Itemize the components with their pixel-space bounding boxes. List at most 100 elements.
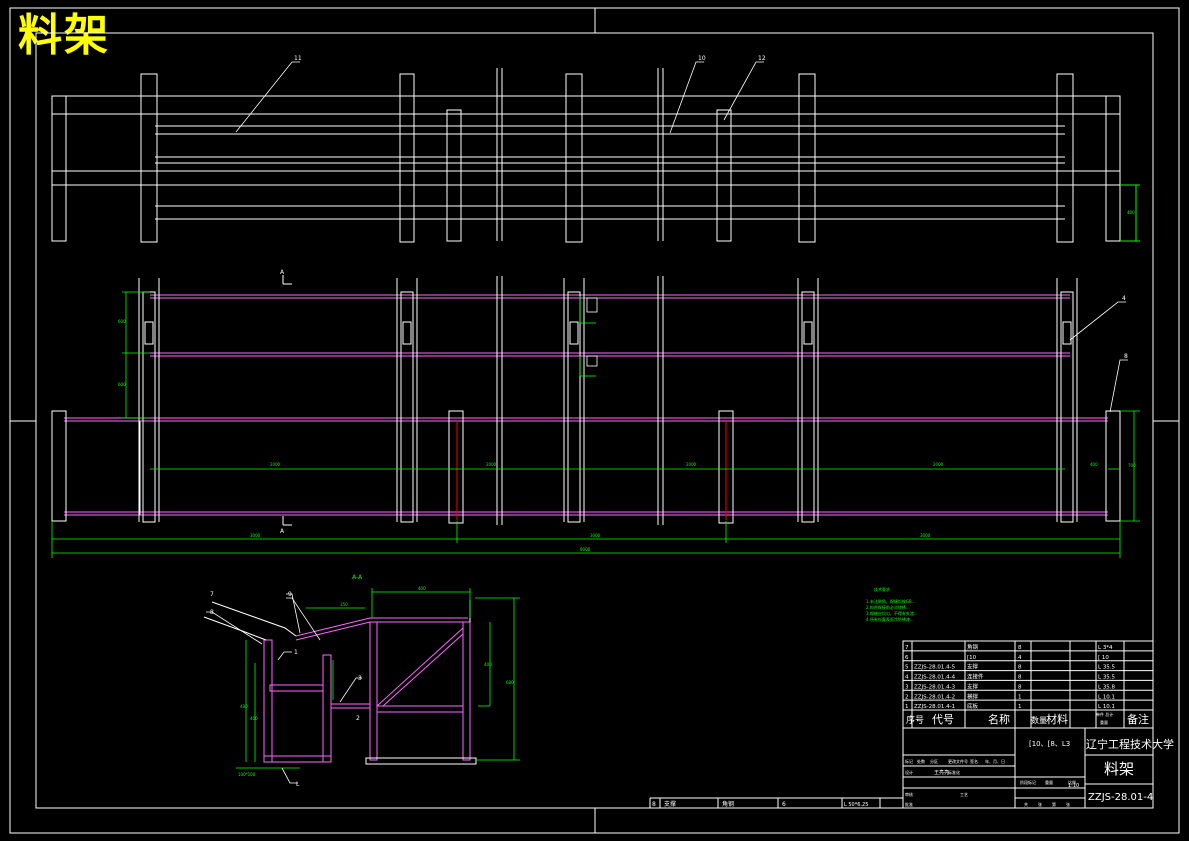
- bom-header-unit: 单件 总计: [1096, 711, 1113, 717]
- svg-text:400: 400: [1127, 210, 1135, 215]
- bom-cell: 8: [1018, 665, 1022, 671]
- bom-cell: 7: [905, 645, 909, 651]
- bom-cell: L 35.8: [1098, 684, 1116, 690]
- bom-cell: ZZJS-28.01.4-2: [914, 694, 955, 700]
- svg-text:3000: 3000: [590, 533, 601, 538]
- front-post: [801, 291, 815, 523]
- bom-cell: L 3*4: [1098, 645, 1113, 651]
- bom-cell: 支撑: [967, 663, 979, 671]
- bom-cell: L 10.1: [1098, 694, 1115, 700]
- titleblock-label: 分区: [930, 758, 938, 764]
- front-view: [51, 276, 1121, 525]
- cut-label-top: A: [280, 269, 285, 276]
- bom-cell: 6: [905, 655, 909, 661]
- footer-name: 角钢: [722, 800, 734, 808]
- titleblock-label: 更改文件号: [948, 758, 968, 764]
- titleblock-label: 标准化: [948, 769, 960, 775]
- svg-text:480: 480: [240, 704, 248, 709]
- section-label: A-A: [352, 574, 363, 581]
- balloon-sec-1: 1: [294, 649, 298, 656]
- section-dim-labels: 400 680 400 480 400 150 100*100: [238, 586, 514, 777]
- bom-cell: ZZJS-28.01.4-3: [914, 684, 956, 690]
- balloon-sec-8: 8: [210, 609, 214, 616]
- front-view-leaders: [1069, 301, 1128, 413]
- front-view-dim-labels: 600 600 2000 2000 2000 2000 400 700 3000…: [118, 210, 1136, 552]
- bom-cell: L 10.1: [1098, 704, 1115, 710]
- technical-notes: 技术要求 1.未注倒角、焊缝均按GB... 2.构件焊接前必须除锈... 3.焊…: [866, 586, 918, 622]
- svg-text:400: 400: [484, 662, 492, 667]
- top-post: [399, 73, 415, 243]
- bom-cell: 8: [1018, 684, 1022, 690]
- scale-value: 1:10: [1068, 783, 1079, 789]
- drawing-frame: [9, 7, 1180, 834]
- bom-cell: 4: [1018, 655, 1022, 661]
- balloon-sec-3: 3: [358, 675, 362, 682]
- part-name: 料架: [1104, 760, 1134, 778]
- notes-line-4: 4.所有外露表面涂防锈漆...: [866, 616, 914, 622]
- section-cut-marks: [282, 275, 292, 526]
- footer-note: L 50*6.25: [844, 802, 868, 808]
- balloon-12: 12: [758, 55, 766, 62]
- notes-heading: 技术要求: [874, 586, 890, 592]
- bom-cell: ZZJS-28.01.4-4: [914, 675, 956, 681]
- bom-header-mat: 材料: [1046, 712, 1068, 726]
- svg-text:600: 600: [118, 382, 126, 387]
- titleblock-label: 设计: [905, 769, 913, 775]
- balloon-11: 11: [294, 55, 302, 62]
- front-post: [1060, 291, 1074, 523]
- bom-cell: 8: [1018, 675, 1022, 681]
- notes-line-3: 3.焊缝应均匀，不得有夹渣...: [866, 610, 918, 616]
- bom-cell: 8: [1018, 645, 1022, 651]
- top-post: [798, 73, 816, 243]
- drawing-number: ZZJS-28.01-4: [1088, 792, 1153, 803]
- bom-cell: 1: [905, 704, 909, 710]
- title-block: [649, 640, 1154, 809]
- bom-header-no: 序号: [906, 714, 924, 726]
- svg-text:9000: 9000: [580, 547, 591, 552]
- drawing-title: 料架: [18, 10, 110, 61]
- bom-cell: 2: [905, 694, 909, 700]
- bom-cell: ZZJS-28.01.4-1: [914, 704, 955, 710]
- titleblock-label: 审核: [905, 791, 913, 797]
- svg-text:400: 400: [250, 716, 258, 721]
- svg-text:2000: 2000: [270, 462, 281, 467]
- balloon-sec-L: L: [296, 781, 300, 788]
- designer-name: 王亮亮: [934, 769, 949, 776]
- balloon-8: 8: [1124, 353, 1128, 360]
- bom-cell: [10: [967, 655, 977, 661]
- top-view-leaders: [235, 61, 764, 134]
- school-name: 辽宁工程技术大学: [1086, 737, 1174, 751]
- titleblock-label: 工艺: [960, 792, 968, 797]
- titleblock-label: 年、月、日: [985, 758, 1005, 764]
- bom-header-qty: 数量: [1031, 715, 1047, 725]
- cut-label-bottom: A: [280, 528, 285, 535]
- bom-header-code: 代号: [932, 713, 954, 726]
- bom-cell: [ 10: [1098, 655, 1109, 661]
- top-post: [716, 109, 732, 242]
- svg-text:150: 150: [340, 602, 348, 607]
- bom-cell: 底板: [967, 702, 979, 710]
- titleblock-label: 批准: [905, 801, 913, 807]
- notes-line-2: 2.构件焊接前必须除锈...: [866, 604, 910, 610]
- bom-header-name: 名称: [988, 712, 1010, 726]
- bom-cell: 连接件: [967, 673, 984, 681]
- top-post: [140, 73, 158, 243]
- top-post: [1056, 73, 1074, 243]
- bom-cell: L 35.5: [1098, 675, 1116, 681]
- bom-cell: 横撑: [967, 692, 979, 700]
- front-post: [567, 291, 581, 523]
- bom-cell: 5: [905, 665, 909, 671]
- titleblock-label: 重量: [1045, 779, 1053, 785]
- top-view: [51, 68, 1121, 243]
- svg-text:2000: 2000: [686, 462, 697, 467]
- balloon-sec-2: 2: [356, 715, 360, 722]
- footer-qty: 6: [782, 801, 786, 808]
- bom-cell: 1: [1018, 694, 1022, 700]
- balloon-sec-7: 7: [210, 591, 214, 598]
- titleblock-label: 标记: [905, 758, 913, 764]
- section-view: [203, 600, 477, 765]
- section-view-dims: [236, 588, 520, 769]
- footer-no: 8: [652, 801, 656, 808]
- titleblock-label: 签名: [970, 758, 978, 764]
